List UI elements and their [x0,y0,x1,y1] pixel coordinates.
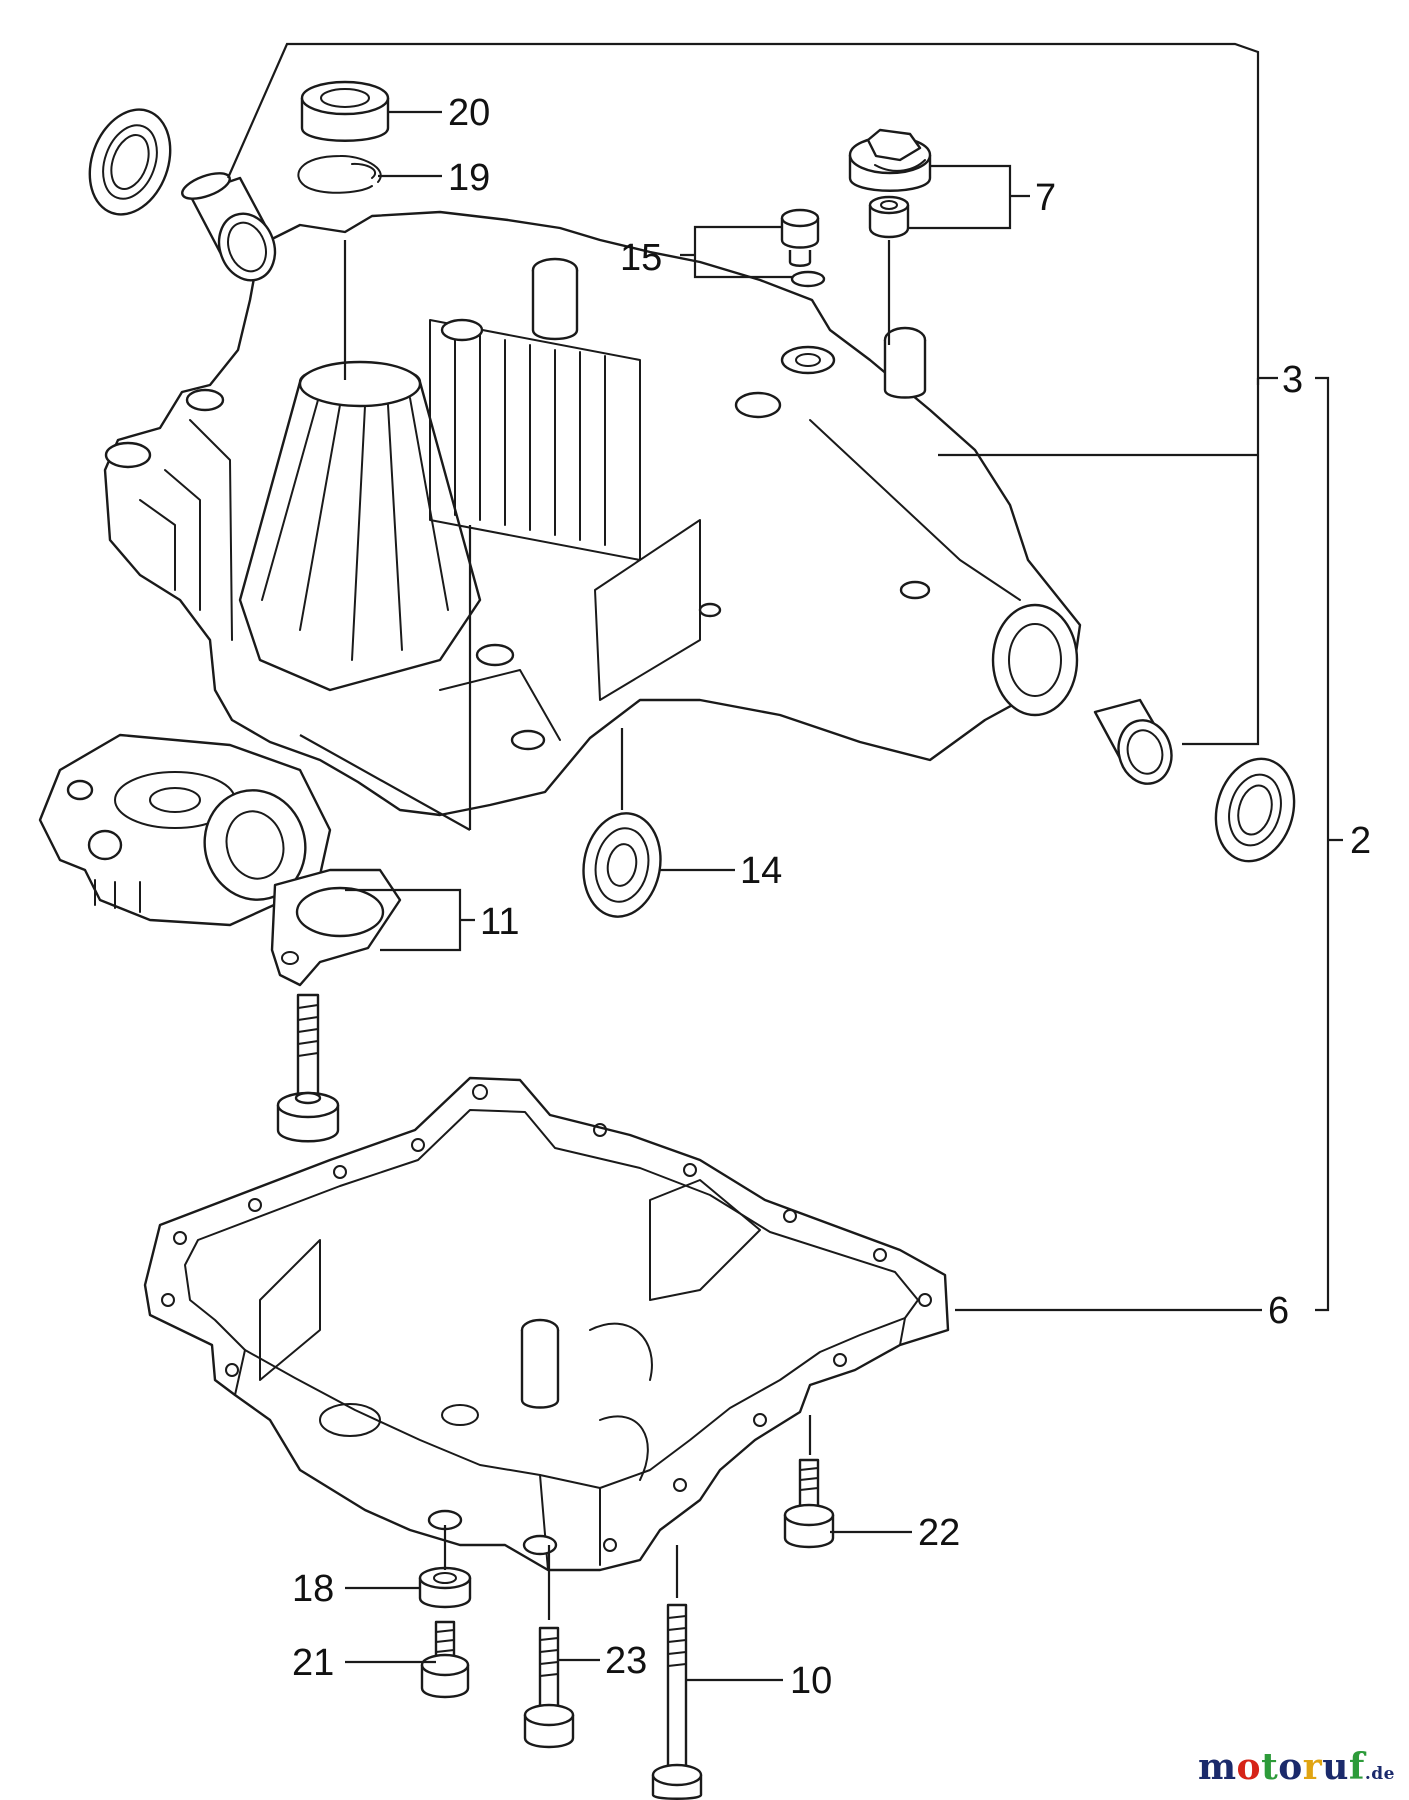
filter-11 [270,868,402,987]
callout-15: 15 [620,237,662,279]
oil-seal-right [1214,757,1296,863]
bushing-top [181,172,277,282]
filler-cap-7 [848,128,932,192]
bolt-21 [420,1620,470,1699]
watermark-letter: t [1261,1746,1279,1788]
bearing-20 [300,80,390,142]
charge-pump [38,733,332,927]
callout-3: 3 [1282,359,1303,401]
callout-18: 18 [292,1568,334,1610]
leader-lines [226,42,1343,1682]
oil-seal-top-left [88,108,172,216]
watermark-logo: motoruf.de [1198,1746,1395,1788]
washer-18 [418,1566,472,1609]
plug-15 [780,208,820,267]
mount-bolt [276,993,340,1143]
watermark-letter: o [1278,1746,1303,1788]
watermark-letter: o [1236,1746,1262,1788]
callout-14: 14 [740,850,782,892]
bushing-right [1093,698,1173,785]
bolt-10 [651,1603,703,1800]
callout-6: 6 [1268,1290,1289,1332]
callout-20: 20 [448,92,490,134]
o-ring-15 [790,270,826,288]
callout-22: 22 [918,1512,960,1554]
callout-7: 7 [1035,177,1056,219]
washer-7 [868,195,910,239]
lower-housing [143,1076,950,1572]
callout-2: 2 [1350,820,1371,862]
upper-housing [103,210,1082,817]
watermark-letter: u [1322,1746,1349,1788]
callout-11: 11 [480,901,519,943]
callout-10: 10 [790,1660,832,1702]
watermark-letter: f [1348,1746,1365,1788]
snap-ring-19 [297,154,382,194]
watermark-letter: r [1302,1746,1323,1788]
bolt-22 [783,1458,835,1549]
callout-21: 21 [292,1642,334,1684]
callout-23: 23 [605,1640,647,1682]
bolt-23 [523,1626,575,1749]
bearing-14 [582,812,662,918]
watermark-letter: m [1197,1746,1237,1788]
callout-19: 19 [448,157,490,199]
watermark-suffix: .de [1364,1764,1395,1784]
